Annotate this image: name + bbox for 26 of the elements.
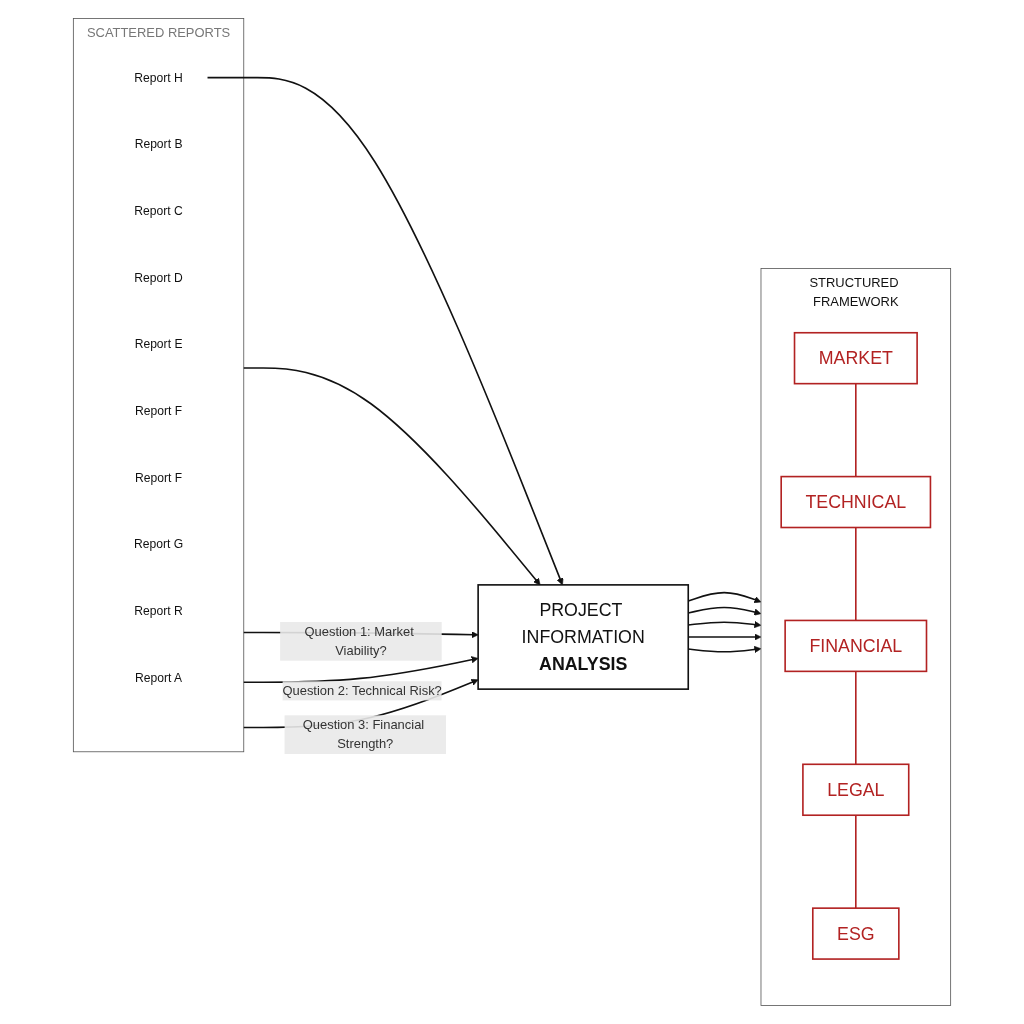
- node-text: Report B: [134, 136, 183, 151]
- arrow: [242, 678, 479, 729]
- node-text: Report H: [134, 70, 183, 84]
- node-text: Report E: [134, 336, 183, 351]
- node-text: Report A: [134, 670, 183, 684]
- node-text: Report F: [134, 403, 183, 418]
- node-box: ESG: [812, 907, 900, 960]
- edge-label: Question 2: Technical Risk?: [282, 683, 442, 698]
- edge-label: Question 1: Market Viability?: [304, 624, 414, 658]
- connector: [855, 526, 857, 622]
- node-box: LEGAL: [802, 763, 910, 816]
- connector: [855, 670, 857, 766]
- node-box: TECHNICAL: [780, 475, 932, 529]
- node-text: Report F: [134, 470, 183, 484]
- arrow: [206, 76, 564, 586]
- node-text: Report D: [134, 270, 183, 284]
- node-text: Report G: [133, 536, 184, 551]
- node-text: Report C: [134, 203, 183, 218]
- arrow: [242, 367, 541, 586]
- node-box: FINANCIAL: [784, 619, 928, 673]
- connector: [855, 814, 857, 909]
- connector: [855, 382, 857, 478]
- node-box: MARKET: [793, 331, 918, 385]
- node-box: PROJECT INFORMATION ANALYSIS: [477, 584, 690, 690]
- edge-label: Question 3: Financial Strength?: [302, 717, 425, 751]
- node-text: Report R: [134, 603, 183, 618]
